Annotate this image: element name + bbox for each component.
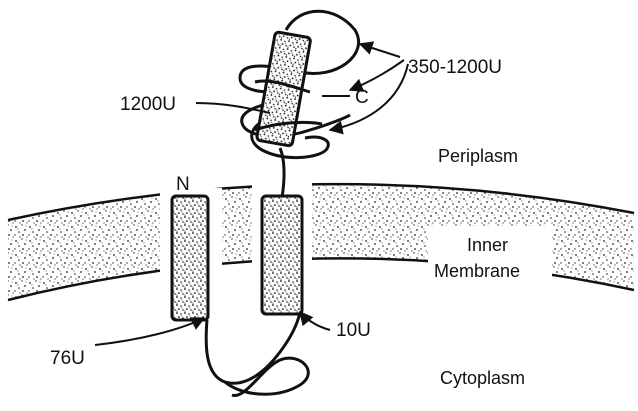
chain-cytoplasmic-knot [225, 358, 308, 395]
region-membrane-line2: Membrane [434, 261, 520, 281]
label-350-1200u: 350-1200U [408, 57, 502, 78]
label-76u: 76U [50, 348, 85, 369]
region-cytoplasm: Cytoplasm [440, 368, 525, 388]
region-periplasm: Periplasm [438, 146, 518, 166]
label-c-terminus: C [355, 87, 369, 108]
pointer-1200u [196, 103, 270, 113]
label-1200u: 1200U [120, 94, 176, 115]
label-n-terminus: N [176, 174, 190, 195]
region-membrane-line1: Inner [467, 235, 508, 255]
pointer-350-1200u-b [350, 60, 404, 90]
label-10u: 10U [336, 320, 371, 341]
transmembrane-segment-2 [262, 196, 302, 314]
pointer-350-1200u-a [360, 44, 400, 57]
transmembrane-segment-1 [172, 196, 208, 320]
